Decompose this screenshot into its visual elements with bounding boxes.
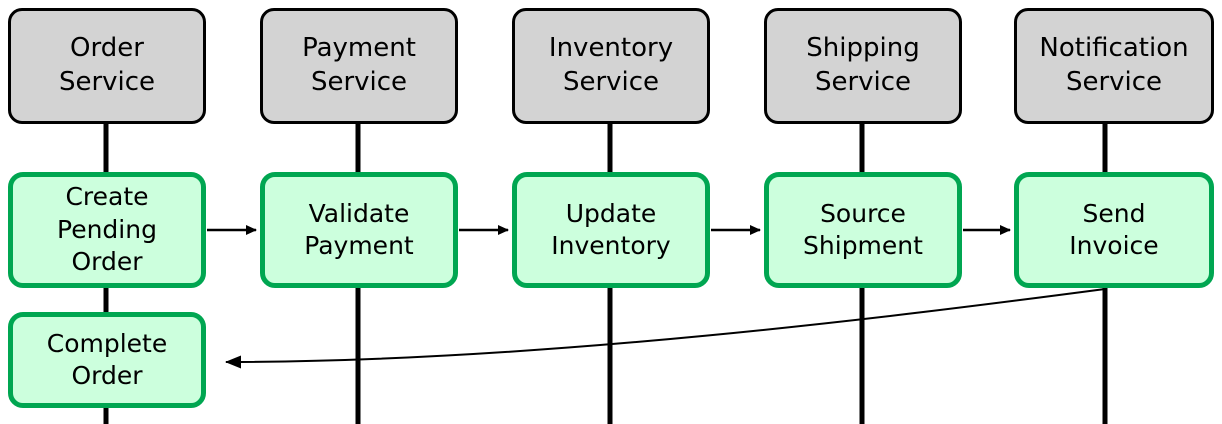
service-label-line1: Notification [1039, 33, 1189, 64]
action-box-source-shipment[interactable]: Source Shipment [764, 172, 962, 288]
action-box-create-pending-order[interactable]: Create Pending Order [8, 172, 206, 288]
action-label-line1: Validate [308, 198, 410, 228]
action-label-line2: Payment [304, 231, 414, 260]
action-label-line1: Source [820, 198, 906, 228]
service-box-order-service[interactable]: Order Service [8, 8, 206, 124]
action-label-line2: Invoice [1069, 231, 1159, 260]
action-box-validate-payment[interactable]: Validate Payment [260, 172, 458, 288]
action-box-complete-order[interactable]: Complete Order [8, 312, 206, 408]
service-label-line2: Service [562, 67, 660, 97]
service-label-line1: Shipping [806, 33, 920, 64]
action-label-line2: Order [71, 361, 143, 390]
action-label-line1: Create [65, 182, 149, 212]
service-box-notification-service[interactable]: Notification Service [1014, 8, 1214, 124]
arrow-send-invoice-to-complete-order [225, 288, 1106, 369]
service-label-line2: Service [1065, 67, 1163, 97]
service-label-line2: Service [310, 67, 408, 97]
action-label-line3: Order [71, 247, 143, 277]
service-label-line2: Service [58, 67, 156, 97]
action-label-line1: Complete [46, 328, 168, 358]
service-box-inventory-service[interactable]: Inventory Service [512, 8, 710, 124]
action-label-line2: Inventory [551, 231, 671, 260]
service-box-payment-service[interactable]: Payment Service [260, 8, 458, 124]
action-box-update-inventory[interactable]: Update Inventory [512, 172, 710, 288]
action-label-line2: Pending [57, 214, 157, 244]
service-label-line1: Order [70, 33, 144, 64]
action-label-line2: Shipment [803, 231, 923, 260]
service-box-shipping-service[interactable]: Shipping Service [764, 8, 962, 124]
service-label-line1: Inventory [548, 33, 674, 64]
action-label-line1: Update [565, 198, 657, 228]
action-box-send-invoice[interactable]: Send Invoice [1014, 172, 1214, 288]
service-label-line1: Payment [302, 33, 416, 64]
service-label-line2: Service [814, 67, 912, 97]
action-label-line1: Send [1082, 198, 1146, 228]
